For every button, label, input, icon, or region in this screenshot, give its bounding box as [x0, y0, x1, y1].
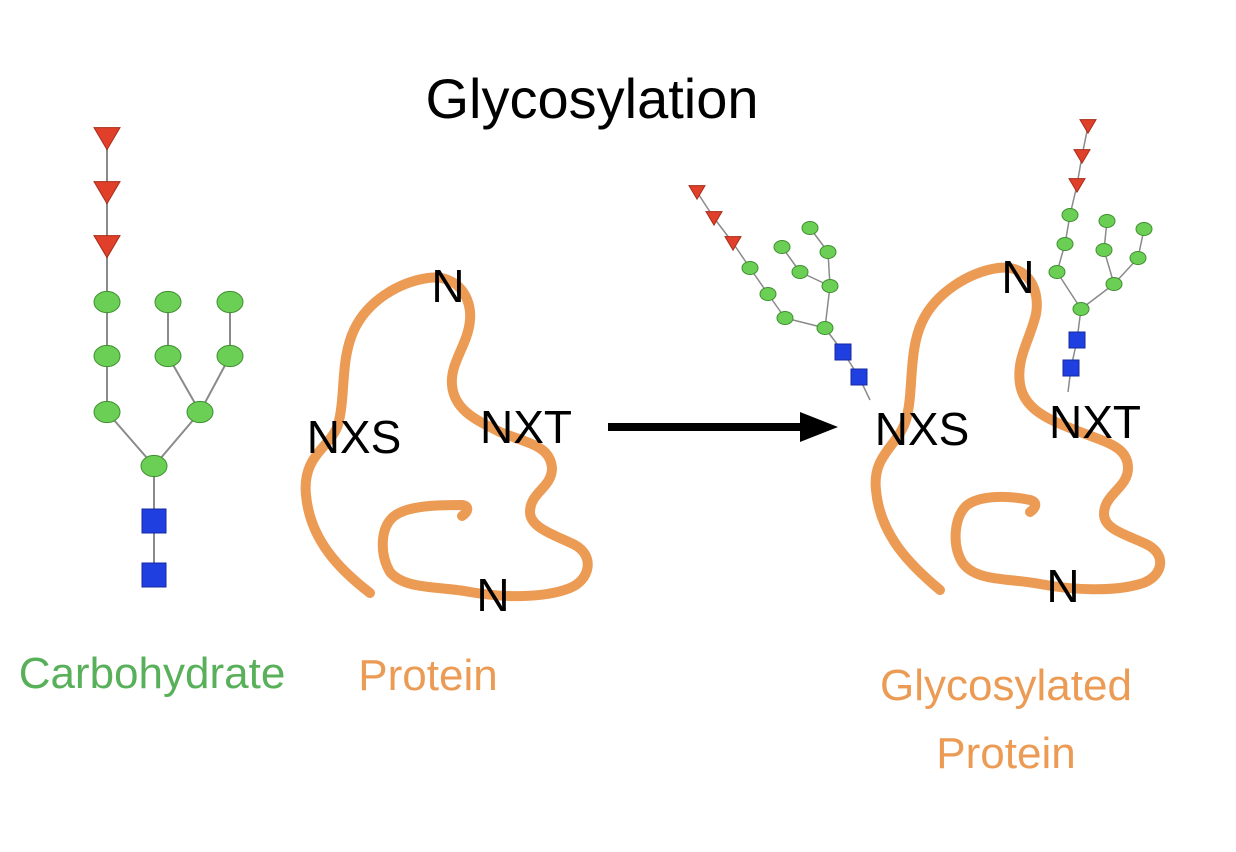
- mannose-circle-icon: [819, 244, 837, 260]
- mannose-circle-icon: [773, 239, 791, 255]
- mannose-circle-icon: [216, 290, 244, 314]
- glycosylated-label-line2: Protein: [936, 729, 1075, 778]
- fucose-triangle-icon: [1079, 119, 1097, 135]
- mannose-circle-icon: [154, 290, 182, 314]
- glyco-site-nxs: NXS: [875, 403, 970, 455]
- mannose-circle-icon: [816, 320, 834, 336]
- glyco-site-n-bottom: N: [1046, 560, 1079, 612]
- mannose-circle-icon: [759, 286, 777, 302]
- glyco-site-n-top: N: [1001, 251, 1034, 303]
- attached-glycan-nxs: [688, 185, 871, 401]
- mannose-circle-icon: [93, 400, 121, 424]
- glcnac-square-icon: [834, 343, 852, 361]
- fucose-triangle-icon: [1073, 149, 1091, 165]
- glcnac-square-icon: [141, 508, 167, 534]
- protein-backbone-line: [300, 272, 593, 602]
- protein-site-n-bottom: N: [476, 569, 509, 621]
- mannose-circle-icon: [1056, 236, 1074, 252]
- mannose-circle-icon: [93, 290, 121, 314]
- glcnac-square-icon: [850, 368, 868, 386]
- fucose-triangle-icon: [93, 181, 121, 205]
- glcnac-square-icon: [1062, 359, 1080, 377]
- mannose-circle-icon: [1061, 207, 1079, 223]
- mannose-circle-icon: [1105, 276, 1123, 292]
- diagram-title: Glycosylation: [425, 67, 758, 130]
- mannose-circle-icon: [216, 344, 244, 368]
- fucose-triangle-icon: [688, 185, 706, 201]
- mannose-circle-icon: [791, 264, 809, 280]
- reaction-arrow: [608, 412, 838, 442]
- arrow-head: [800, 412, 838, 442]
- fucose-triangle-icon: [1068, 178, 1086, 194]
- mannose-circle-icon: [1072, 301, 1090, 317]
- glycosylated-label-line1: Glycosylated: [880, 661, 1132, 710]
- carbohydrate-label: Carbohydrate: [19, 649, 286, 698]
- protein-site-nxt: NXT: [480, 401, 572, 453]
- protein-chain: N NXS NXT N: [300, 260, 593, 621]
- mannose-circle-icon: [776, 310, 794, 326]
- glcnac-square-icon: [141, 562, 167, 588]
- mannose-circle-icon: [1129, 250, 1147, 266]
- fucose-triangle-icon: [705, 211, 723, 227]
- glycosylated-protein-chain: N NXS NXT N: [870, 251, 1166, 612]
- mannose-circle-icon: [1048, 264, 1066, 280]
- fucose-triangle-icon: [724, 236, 742, 252]
- glcnac-square-icon: [1068, 331, 1086, 349]
- mannose-circle-icon: [821, 278, 839, 294]
- protein-site-nxs: NXS: [307, 411, 402, 463]
- mannose-circle-icon: [186, 400, 214, 424]
- attached-glycan-nxt: [1048, 119, 1153, 393]
- fucose-triangle-icon: [93, 127, 121, 151]
- glycosylated-backbone-line: [870, 262, 1166, 595]
- mannose-circle-icon: [140, 454, 168, 478]
- protein-site-n-top: N: [431, 260, 464, 312]
- protein-label: Protein: [358, 651, 497, 700]
- mannose-circle-icon: [93, 344, 121, 368]
- mannose-circle-icon: [1095, 242, 1113, 258]
- mannose-circle-icon: [741, 260, 759, 276]
- glyco-site-nxt: NXT: [1049, 396, 1141, 448]
- fucose-triangle-icon: [93, 235, 121, 259]
- mannose-circle-icon: [1135, 221, 1153, 237]
- carbohydrate-structure: [93, 127, 244, 588]
- mannose-circle-icon: [801, 220, 819, 236]
- mannose-circle-icon: [154, 344, 182, 368]
- mannose-circle-icon: [1098, 213, 1116, 229]
